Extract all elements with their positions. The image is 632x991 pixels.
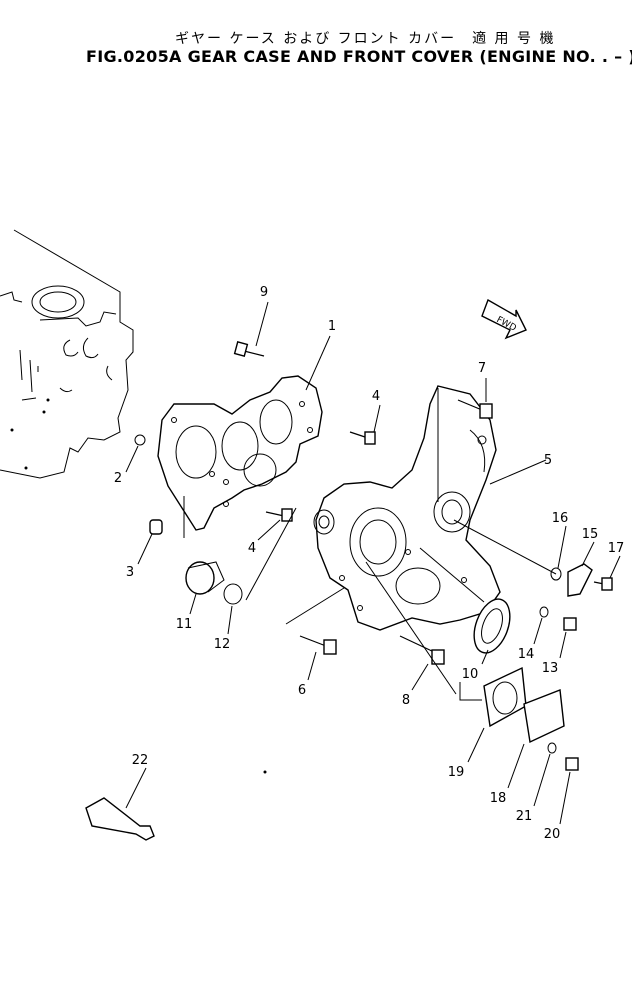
- leader-line: [507, 743, 525, 789]
- forward-direction-badge: FWD: [481, 298, 527, 340]
- part-number-label: 16: [552, 511, 569, 526]
- diagram-title: FIG.0205A GEAR CASE AND FRONT COVER (ENG…: [86, 47, 632, 66]
- part-number-label: 19: [448, 765, 465, 780]
- leader-line: [557, 525, 567, 569]
- part-number-label: 6: [298, 683, 306, 698]
- part-number-label: 22: [132, 753, 149, 768]
- part-number-label: 7: [478, 361, 486, 376]
- leader-line: [189, 593, 197, 615]
- leader-line: [255, 301, 269, 347]
- stray-dot: [263, 770, 267, 774]
- leader-line: [411, 663, 429, 691]
- part-number-label: 8: [402, 693, 410, 708]
- part-number-label: 15: [582, 527, 599, 542]
- diagram-title-japanese: ギヤー ケース および フロント カバー 適 用 号 機: [175, 31, 556, 47]
- part-number-label: 4: [248, 541, 256, 556]
- leader-line: [373, 404, 381, 433]
- part-number-label: 13: [542, 661, 559, 676]
- part-number-label: 9: [260, 285, 268, 300]
- gear-case-plate-drawing: [157, 375, 323, 531]
- leader-line: [559, 631, 567, 659]
- leader-line: [137, 533, 153, 565]
- leader-line: [581, 541, 595, 567]
- leader-line: [227, 605, 233, 635]
- parts-drawings: [85, 341, 613, 841]
- leader-line: [467, 727, 485, 763]
- part-number-label: 3: [126, 565, 134, 580]
- leader-line: [533, 617, 543, 645]
- assembly-guide-lines: [183, 388, 557, 701]
- part-number-label: 18: [490, 791, 507, 806]
- leader-line: [481, 649, 489, 665]
- leader-line: [307, 651, 317, 681]
- part-number-label: 12: [214, 637, 231, 652]
- engine-block-drawing: [0, 229, 134, 479]
- leader-line: [533, 753, 551, 807]
- leader-line: [609, 555, 621, 579]
- leader-line: [305, 335, 331, 391]
- part-number-label: 4: [372, 389, 380, 404]
- leader-line: [257, 519, 281, 541]
- part-number-label: 17: [608, 541, 625, 556]
- leader-line: [125, 767, 147, 809]
- part-number-label: 20: [544, 827, 561, 842]
- part-number-label: 10: [462, 667, 479, 682]
- gear-case-housing-drawing: [313, 385, 501, 631]
- leader-line: [489, 459, 547, 485]
- leader-line: [125, 445, 139, 473]
- leader-line: [559, 771, 571, 825]
- part-number-label: 14: [518, 647, 535, 662]
- part-number-label: 2: [114, 471, 122, 486]
- part-number-label: 5: [544, 453, 552, 468]
- part-number-label: 1: [328, 319, 336, 334]
- part-number-label: 11: [176, 617, 193, 632]
- part-number-label: 21: [516, 809, 533, 824]
